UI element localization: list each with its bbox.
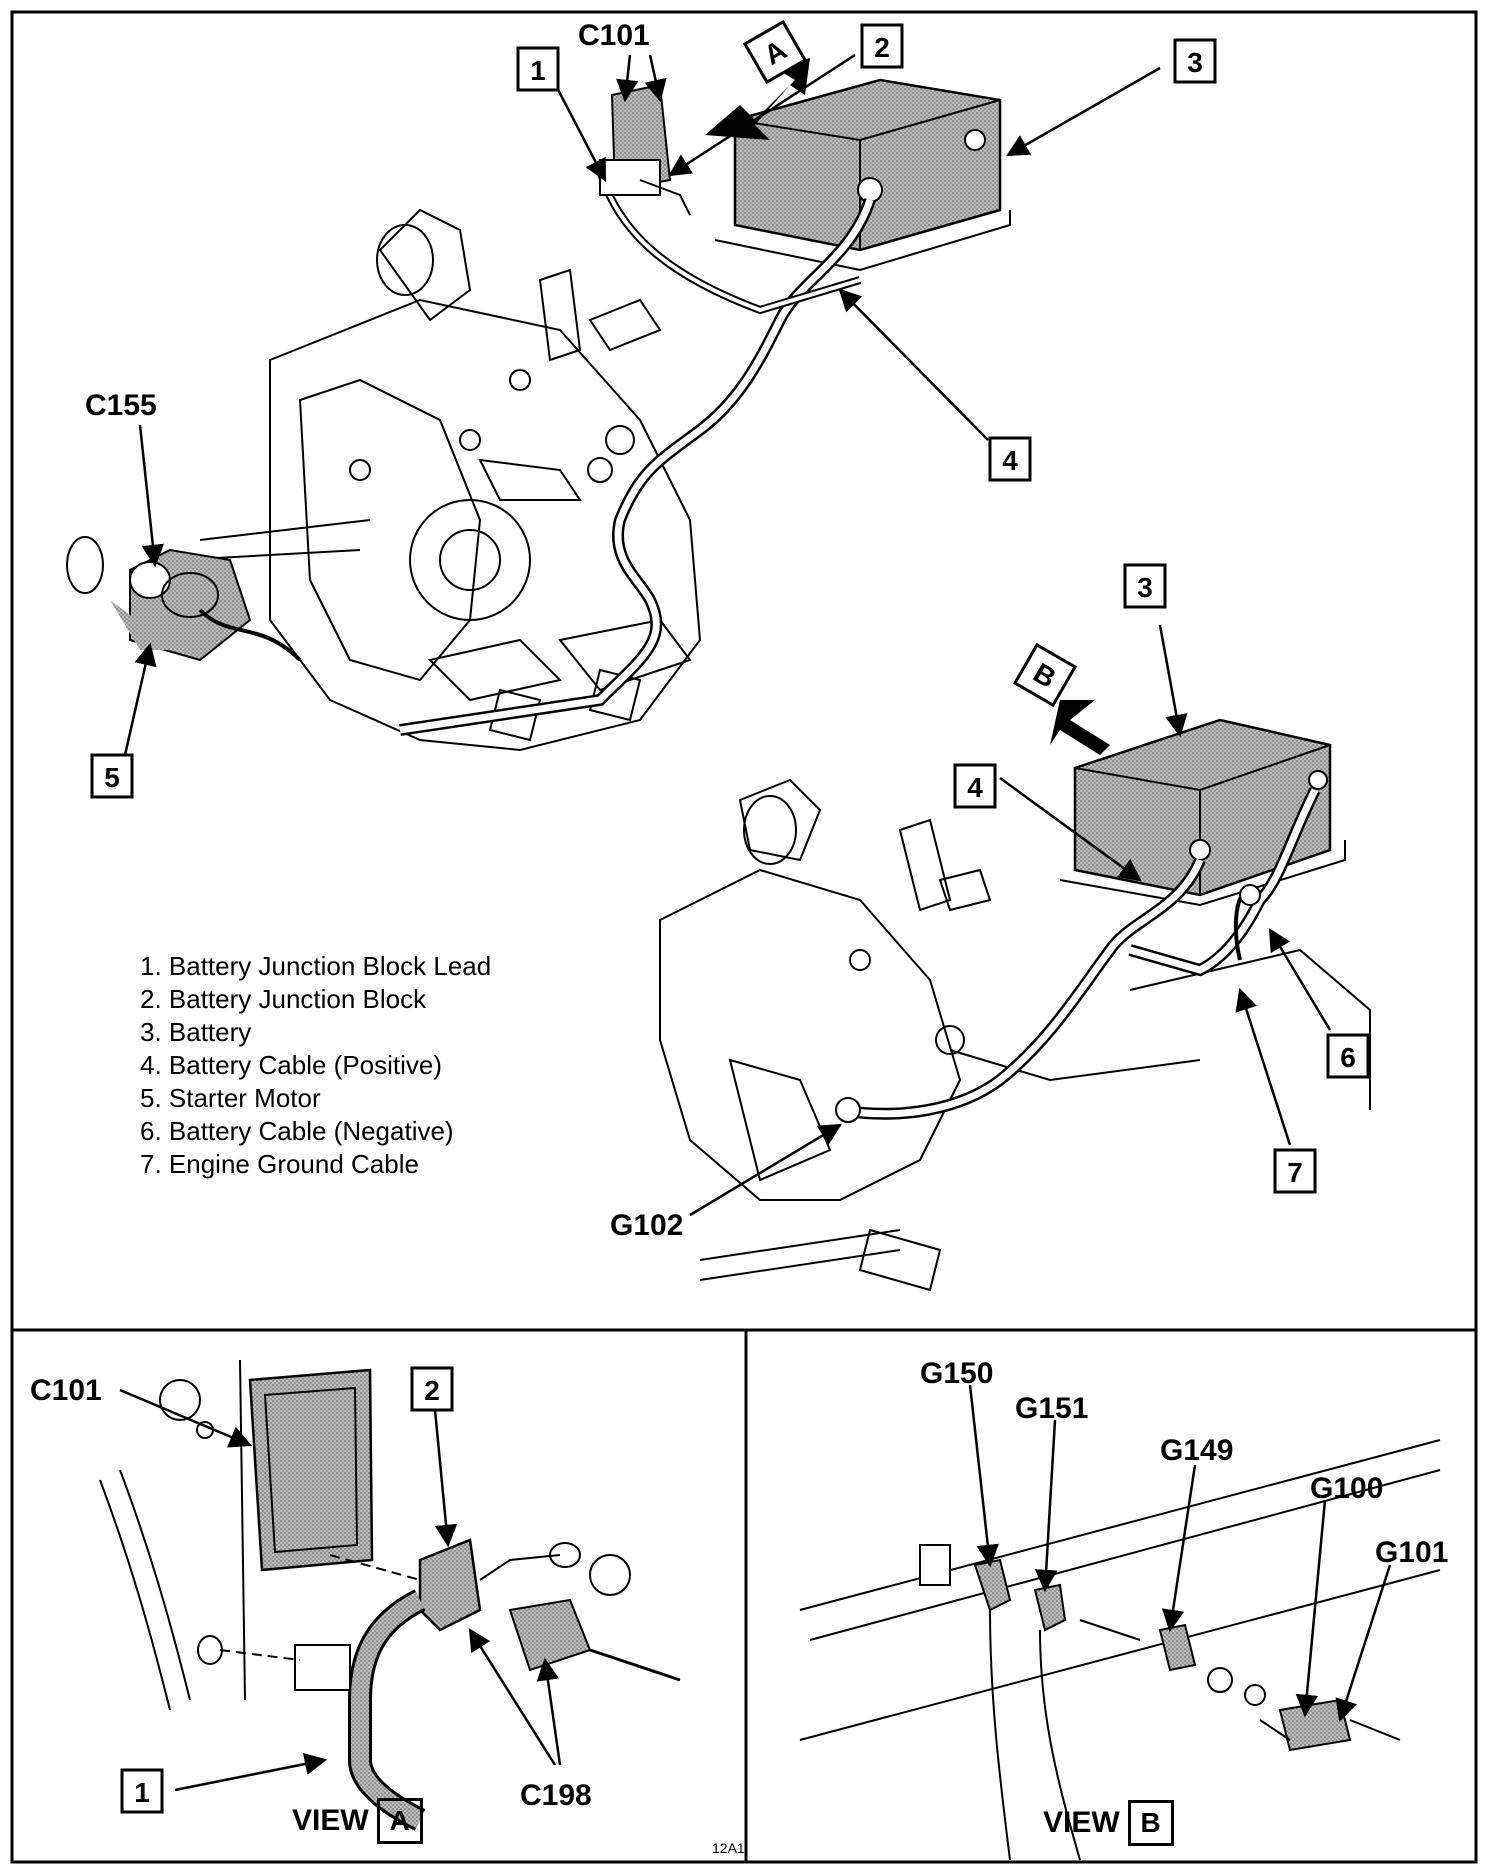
view-arrow-a: A	[705, 19, 810, 140]
starter-motor	[66, 536, 302, 662]
junction-block-top	[599, 83, 691, 216]
callout-2-top: 2	[860, 23, 904, 69]
callout-7: 7	[1273, 1148, 1317, 1194]
callout-3-bottom: 3	[1123, 563, 1167, 609]
svg-text:2: 2	[874, 32, 890, 63]
legend-item: 1. Battery Junction Block Lead	[140, 951, 492, 981]
outer-frame	[10, 10, 1478, 1864]
callout-2-view-a: 2	[410, 1366, 454, 1412]
legend-item: 2. Battery Junction Block	[140, 984, 427, 1014]
legend-item: 3. Battery	[140, 1017, 252, 1047]
svg-text:3: 3	[1187, 47, 1203, 78]
cables-bottom	[835, 787, 1321, 1123]
label-c101-top: C101	[578, 19, 650, 52]
callout-1-view-a: 1	[120, 1768, 164, 1814]
label-g100: G100	[1310, 1472, 1383, 1505]
callout-3-top: 3	[1173, 38, 1217, 84]
callout-5: 5	[90, 753, 134, 799]
view-a-letter-box: A	[376, 1798, 423, 1844]
view-a-title: VIEW A	[292, 1798, 423, 1844]
svg-text:1: 1	[530, 55, 546, 86]
legend-item: 6. Battery Cable (Negative)	[140, 1116, 454, 1146]
callout-boxes: 1 2 3 4 5 3 4 6	[90, 23, 1370, 1814]
label-g150: G150	[920, 1357, 993, 1390]
view-arrow-b: B	[1012, 642, 1110, 755]
engine-top	[179, 208, 702, 752]
legend-item: 4. Battery Cable (Positive)	[140, 1050, 443, 1080]
label-g102: G102	[610, 1209, 683, 1242]
svg-text:1: 1	[134, 1777, 150, 1808]
view-b-illustration	[799, 1439, 1441, 1861]
view-b-letter-box: B	[1127, 1800, 1174, 1846]
battery-top	[714, 78, 1011, 272]
svg-text:4: 4	[1002, 445, 1018, 476]
legend-item: 7. Engine Ground Cable	[140, 1149, 419, 1179]
view-a-illustration	[99, 1359, 681, 1831]
view-a-word: VIEW	[292, 1804, 369, 1837]
figure-code: 12A1	[712, 1840, 745, 1856]
label-c101-view-a: C101	[30, 1374, 102, 1407]
svg-text:6: 6	[1340, 1042, 1356, 1073]
engine-bottom	[659, 778, 1371, 1292]
label-c155: C155	[85, 389, 157, 422]
view-b-word: VIEW	[1043, 1806, 1120, 1839]
svg-text:3: 3	[1137, 572, 1153, 603]
label-c198: C198	[520, 1779, 592, 1812]
callout-1-top: 1	[516, 46, 560, 92]
label-g149: G149	[1160, 1434, 1233, 1467]
legend-item: 5. Starter Motor	[140, 1083, 321, 1113]
callout-6: 6	[1326, 1033, 1370, 1079]
svg-text:4: 4	[967, 772, 983, 803]
label-g101: G101	[1375, 1536, 1448, 1569]
svg-text:5: 5	[104, 762, 120, 793]
positive-cable-top	[399, 168, 876, 736]
svg-text:7: 7	[1287, 1157, 1303, 1188]
callout-4-bottom: 4	[953, 763, 997, 809]
label-g151: G151	[1015, 1392, 1088, 1425]
svg-text:2: 2	[424, 1375, 440, 1406]
view-b-title: VIEW B	[1043, 1800, 1174, 1846]
callout-4-top: 4	[988, 436, 1032, 482]
